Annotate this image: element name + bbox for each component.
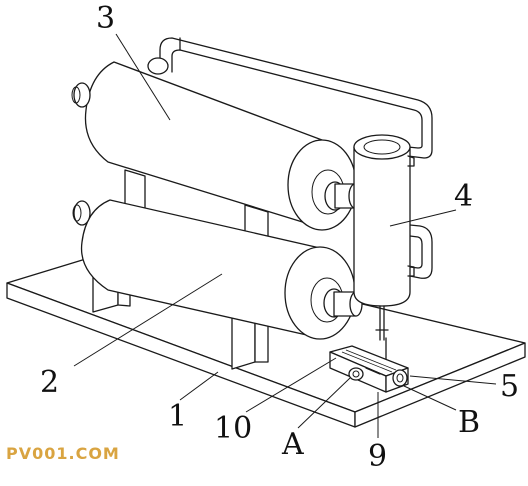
callout-B: B bbox=[458, 405, 481, 440]
upper-piping bbox=[159, 37, 433, 159]
callout-10: 10 bbox=[214, 411, 253, 446]
callout-9: 9 bbox=[368, 439, 388, 474]
callout-4: 4 bbox=[454, 179, 474, 214]
callout-2: 2 bbox=[40, 365, 60, 400]
callout-3: 3 bbox=[96, 1, 116, 36]
lower-piping bbox=[409, 224, 433, 279]
leader-lines bbox=[73, 33, 497, 438]
valve-block bbox=[329, 345, 409, 393]
vertical-column bbox=[353, 134, 415, 363]
watermark: PV001.COM bbox=[6, 444, 120, 463]
callout-A: A bbox=[282, 427, 304, 462]
callout-5: 5 bbox=[500, 369, 520, 404]
callout-1: 1 bbox=[168, 399, 188, 434]
lower-tank bbox=[72, 199, 363, 340]
